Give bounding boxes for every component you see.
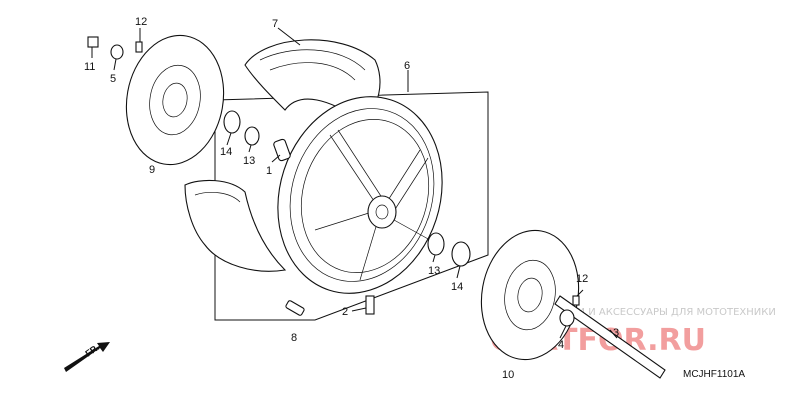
callout-11: 11 bbox=[84, 61, 95, 73]
callout-7: 7 bbox=[272, 18, 278, 30]
callout-14-left: 14 bbox=[220, 146, 232, 158]
callout-10: 10 bbox=[502, 369, 514, 381]
bolt-11 bbox=[87, 36, 99, 48]
watermark-subtitle: ЗАПЧАСТИ И АКСЕССУАРЫ ДЛЯ МОТОТЕХНИКИ bbox=[530, 307, 776, 318]
callout-6: 6 bbox=[404, 60, 410, 72]
callout-4: 4 bbox=[558, 339, 564, 351]
washer-5 bbox=[110, 44, 124, 60]
bolt-12-top bbox=[135, 41, 143, 53]
seal-left bbox=[223, 110, 241, 134]
callout-13-left: 13 bbox=[243, 155, 255, 167]
leader-lines bbox=[91, 27, 618, 339]
callout-12-right: 12 bbox=[576, 273, 588, 285]
bearing-right bbox=[427, 232, 445, 256]
assembly-outline bbox=[214, 91, 489, 321]
front-direction-arrow: FR. bbox=[64, 342, 110, 372]
callout-3: 3 bbox=[613, 327, 619, 339]
tire bbox=[184, 39, 381, 272]
balance-weight bbox=[285, 300, 305, 316]
small-parts bbox=[87, 36, 666, 379]
distance-collar bbox=[273, 138, 291, 162]
wheel-rim bbox=[277, 96, 443, 294]
diagram-code: MCJHF1101A bbox=[683, 369, 745, 380]
callout-14-right: 14 bbox=[451, 281, 463, 293]
brake-disc-left bbox=[125, 34, 225, 166]
callout-2: 2 bbox=[342, 306, 348, 318]
arrow-icon bbox=[64, 342, 110, 372]
bolt-12-right bbox=[572, 295, 580, 306]
callout-8: 8 bbox=[291, 332, 297, 344]
axle bbox=[554, 295, 666, 379]
side-collar bbox=[559, 309, 575, 327]
callouts: 7 6 12 11 5 9 14 13 1 13 14 2 8 12 3 4 1… bbox=[84, 16, 619, 381]
callout-5: 5 bbox=[110, 73, 116, 85]
seal-right bbox=[451, 241, 471, 267]
callout-13-right: 13 bbox=[428, 265, 440, 277]
valve bbox=[365, 295, 375, 315]
callout-1: 1 bbox=[266, 165, 272, 177]
callout-9: 9 bbox=[149, 164, 155, 176]
bearing-left bbox=[244, 126, 260, 146]
callout-12-top: 12 bbox=[135, 16, 147, 28]
